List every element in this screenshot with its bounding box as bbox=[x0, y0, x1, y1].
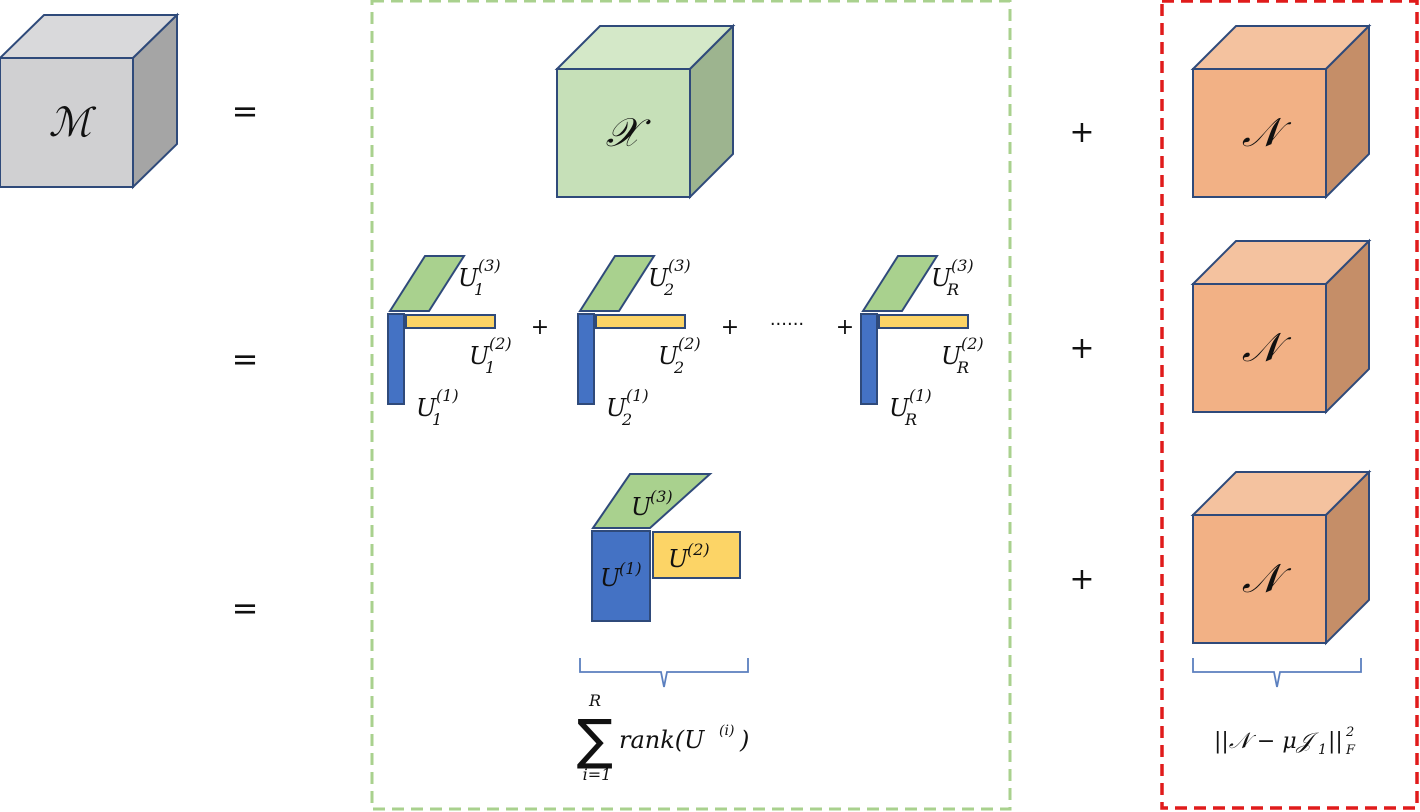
noise-formula-sup: 2 bbox=[1345, 725, 1354, 740]
u1-3-sup: (3) bbox=[478, 256, 501, 275]
plus-sign-rank-3: + bbox=[836, 315, 854, 340]
noise-norm-formula: ||𝒩 − μ𝒥 1 || 2 F bbox=[1214, 725, 1356, 758]
u1-compact-sup: (1) bbox=[619, 559, 642, 578]
u3-compact-letter: U bbox=[631, 493, 652, 521]
noise-region-box bbox=[1160, 0, 1419, 810]
rank-brace bbox=[579, 658, 749, 688]
u1-3-letter: U bbox=[458, 264, 479, 292]
sum-sign: ∑ bbox=[577, 708, 613, 771]
sum-lower-limit: i=1 bbox=[583, 765, 612, 784]
plus-sign-noise-3: + bbox=[1069, 562, 1094, 597]
rank-sup: (i) bbox=[719, 723, 734, 739]
tensor-m-label: ℳ bbox=[49, 100, 97, 146]
u2-3-letter: U bbox=[648, 264, 669, 292]
noise-formula-subf: F bbox=[1345, 743, 1356, 758]
svg-text:U: U bbox=[458, 264, 479, 292]
ur-2-sup: (2) bbox=[961, 334, 984, 353]
plus-sign-noise-2: + bbox=[1069, 331, 1094, 366]
tensor-n-cube-3: 𝒩 bbox=[1190, 469, 1372, 646]
u1-2-sub: 1 bbox=[485, 358, 495, 377]
u1-1-sub: 1 bbox=[432, 410, 442, 429]
u2-compact-sup: (2) bbox=[687, 540, 710, 559]
ur-3-sup: (3) bbox=[951, 256, 974, 275]
u2-1-sub: 2 bbox=[621, 410, 632, 429]
tensor-x-cube: 𝒳 bbox=[554, 23, 736, 200]
ur-3-sub: R bbox=[946, 280, 959, 299]
plus-sign-noise-1: + bbox=[1069, 115, 1094, 150]
ur-1-sup: (1) bbox=[909, 386, 932, 405]
equals-sign-2: = bbox=[232, 340, 259, 378]
tensor-n-cube-1: 𝒩 bbox=[1190, 23, 1372, 200]
noise-brace bbox=[1192, 658, 1362, 688]
ellipsis-dots: ······ bbox=[770, 314, 804, 335]
ur-1-sub: R bbox=[904, 410, 917, 429]
rank-one-component-2: U 2 (3) U 2 (2) U 2 (1) bbox=[577, 255, 701, 429]
u2-1-letter: U bbox=[606, 394, 627, 422]
noise-formula-main: ||𝒩 − μ𝒥 bbox=[1214, 729, 1320, 754]
sum-upper-limit: R bbox=[588, 691, 601, 710]
u2-2-letter: U bbox=[658, 342, 679, 370]
equals-sign-1: = bbox=[232, 92, 259, 130]
rank-one-component-r: U R (3) U R (2) U R (1) bbox=[860, 255, 984, 429]
rank-close: ) bbox=[739, 726, 749, 754]
u1-1-letter: U bbox=[416, 394, 437, 422]
ur-2-letter: U bbox=[941, 342, 962, 370]
tensor-m-cube: ℳ bbox=[0, 12, 180, 190]
u3-compact-sup: (3) bbox=[650, 487, 673, 506]
noise-formula-sub: 1 bbox=[1318, 742, 1327, 758]
u1-1-sup: (1) bbox=[436, 386, 459, 405]
plus-sign-rank-2: + bbox=[721, 315, 739, 340]
u1-2-sup: (2) bbox=[489, 334, 512, 353]
tensor-n-cube-2: 𝒩 bbox=[1190, 238, 1372, 415]
ur-2-sub: R bbox=[956, 358, 969, 377]
u2-3-sup: (3) bbox=[668, 256, 691, 275]
u1-2-letter: U bbox=[469, 342, 490, 370]
u2-compact-letter: U bbox=[668, 545, 689, 573]
rank-one-component-1: U 1 (3) U 1 (2) U 1 (1) bbox=[387, 255, 512, 429]
u1-3-sub: 1 bbox=[474, 280, 484, 299]
rank-text: rank(U bbox=[619, 726, 705, 754]
rank-sum-formula: R ∑ i=1 rank(U (i) ) bbox=[577, 691, 750, 784]
equals-sign-3: = bbox=[232, 589, 259, 627]
u1-compact-letter: U bbox=[600, 564, 621, 592]
plus-sign-rank-1: + bbox=[531, 315, 549, 340]
u2-2-sub: 2 bbox=[673, 358, 684, 377]
ur-1-letter: U bbox=[889, 394, 910, 422]
u2-3-sub: 2 bbox=[663, 280, 674, 299]
u2-1-sup: (1) bbox=[626, 386, 649, 405]
factor-matrices-compact: U (3) U (2) U (1) bbox=[591, 473, 741, 622]
ur-3-letter: U bbox=[931, 264, 952, 292]
u2-2-sup: (2) bbox=[678, 334, 701, 353]
noise-formula-tail: || bbox=[1328, 729, 1343, 754]
